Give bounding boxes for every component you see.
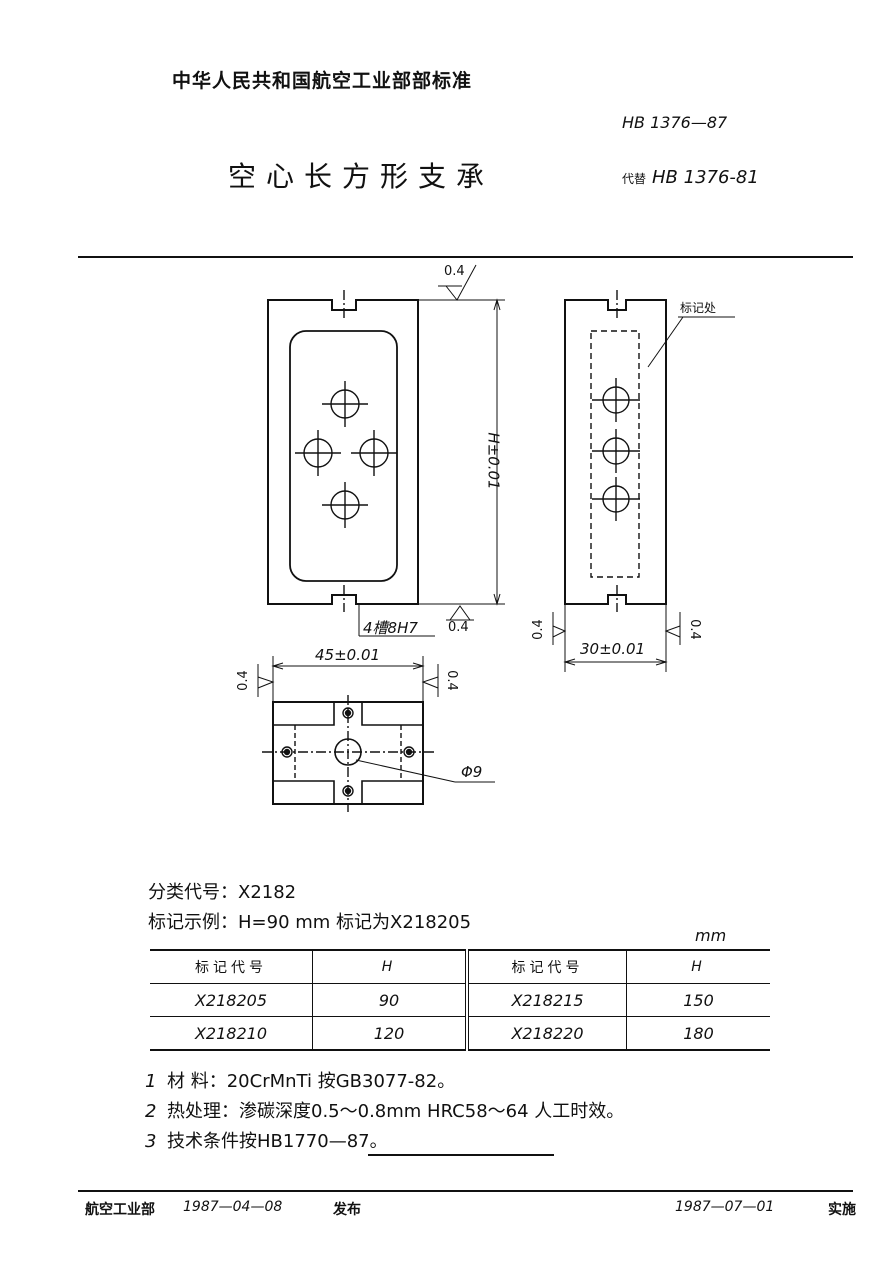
footer-issue-date: 1987—04—08: [183, 1199, 283, 1215]
replace-number: HB 1376-81: [652, 167, 759, 188]
mark-label: 标记处: [680, 301, 717, 315]
note-text: 热处理：渗碳深度0.5～0.8mm HRC58～64 人工时效。: [167, 1101, 625, 1122]
front-holes: [295, 381, 397, 528]
header-code-1: 标记代号: [150, 949, 313, 984]
cell-code: X218220: [467, 1016, 627, 1051]
roughness-top-left: 0.4: [235, 670, 251, 691]
side-width-dimension: 30±0.01: [580, 640, 646, 658]
note-number: 2: [145, 1101, 157, 1122]
classification-code: 分类代号：X2182: [148, 882, 297, 903]
header-code-2: 标记代号: [467, 949, 627, 984]
cell-code: X218210: [150, 1016, 313, 1051]
front-width-dimension: 45±0.01: [315, 646, 381, 664]
table-row: X218210 120 X218220 180: [150, 1016, 770, 1051]
note-text: 技术条件按HB1770—87。: [167, 1131, 388, 1152]
cell-h: 90: [312, 983, 469, 1017]
footer-issuer: 航空工业部: [85, 1202, 155, 1218]
header-h-1: H: [312, 949, 469, 984]
hole-diameter: Φ9: [461, 763, 483, 781]
cell-h: 180: [626, 1016, 770, 1051]
header-h-2: H: [626, 949, 770, 984]
note-text: 材 料：20CrMnTi 按GB3077-82。: [167, 1071, 456, 1092]
replaces-standard: 代替 HB 1376-81: [622, 167, 759, 188]
roughness-side-left: 0.4: [530, 619, 546, 640]
note-number: 3: [145, 1131, 157, 1152]
replace-prefix: 代替: [622, 172, 647, 186]
cell-h: 150: [626, 983, 770, 1017]
standard-organization: 中华人民共和国航空工业部部标准: [172, 70, 473, 92]
footer-effective-label: 实施: [828, 1202, 856, 1218]
table-header-row: 标记代号 H 标记代号 H: [150, 949, 770, 984]
roughness-bottom-label: 0.4: [448, 620, 469, 635]
cell-code: X218215: [467, 983, 627, 1017]
table-unit: mm: [695, 926, 727, 945]
height-dimension: H±0.01: [484, 432, 503, 490]
roughness-side-right: 0.4: [686, 619, 702, 640]
front-view: [267, 264, 505, 637]
note-item: 2 热处理：渗碳深度0.5～0.8mm HRC58～64 人工时效。: [145, 1097, 624, 1123]
standard-number: HB 1376—87: [622, 113, 728, 132]
roughness-top-label: 0.4: [444, 264, 465, 279]
table-row: X218205 90 X218215 150: [150, 983, 770, 1017]
side-view: [552, 290, 735, 672]
document-title: 空心长方形支承: [228, 160, 495, 193]
roughness-top-right: 0.4: [443, 670, 459, 691]
marking-example: 标记示例：H=90 mm 标记为X218205: [148, 912, 472, 933]
cell-code: X218205: [150, 983, 313, 1017]
top-view: [257, 656, 495, 812]
footer-issue-label: 发布: [333, 1202, 361, 1218]
technical-drawing: [257, 264, 735, 812]
slot-note: 4槽8H7: [363, 619, 418, 637]
header-rule: [78, 256, 853, 258]
note-item: 3 技术条件按HB1770—87。: [145, 1127, 388, 1153]
note-item: 1 材 料：20CrMnTi 按GB3077-82。: [145, 1067, 455, 1093]
footer-rule: [78, 1190, 853, 1192]
footer-effective-date: 1987—07—01: [675, 1199, 775, 1215]
cell-h: 120: [312, 1016, 469, 1051]
note-number: 1: [145, 1071, 157, 1092]
spec-table: 标记代号 H 标记代号 H X218205 90 X218215 150 X21…: [150, 949, 770, 1051]
notes-end-rule: [368, 1154, 554, 1156]
